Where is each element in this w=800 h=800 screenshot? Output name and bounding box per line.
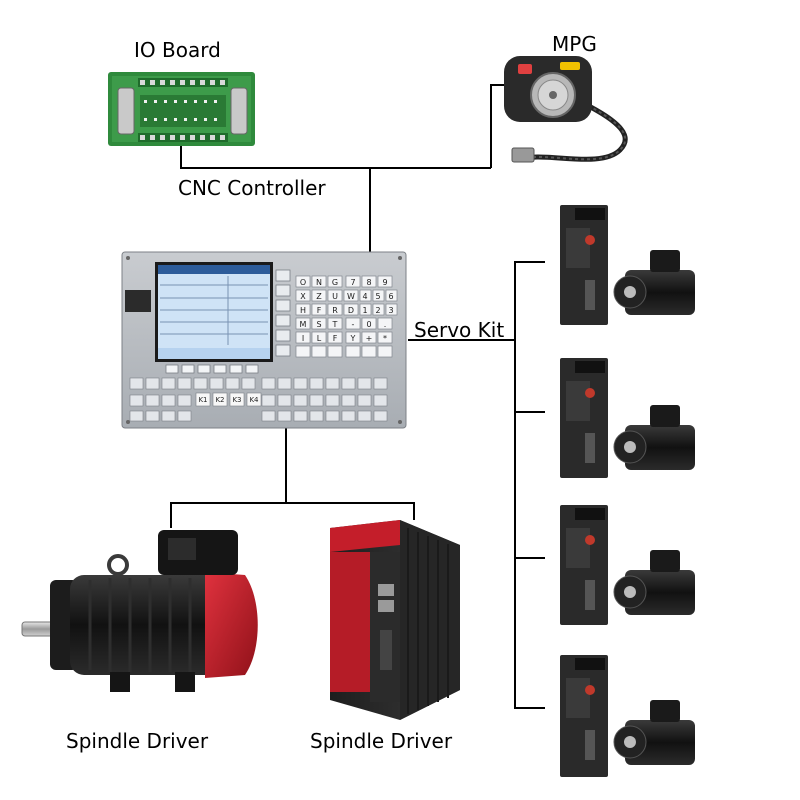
spindle-motor-icon (21, 530, 258, 692)
servo-motor-icon (613, 405, 695, 470)
connection-lines (170, 84, 545, 709)
mpg-label: MPG (552, 32, 597, 56)
key-plus: + (366, 334, 373, 343)
io-board-label: IO Board (134, 38, 221, 62)
handwheel-pendant-icon (504, 56, 628, 163)
servo-kit-label: Servo Kit (414, 318, 505, 342)
key-6: 6 (388, 292, 393, 301)
key-f: F (317, 306, 322, 315)
servo-kit-4 (560, 655, 695, 777)
servo-driver-icon (560, 358, 608, 478)
servo-motor-icon (613, 250, 695, 315)
servo-kit-1 (560, 205, 695, 325)
io-board-link (180, 145, 370, 169)
softkey-k2: K2 (215, 396, 224, 404)
key-dot: . (384, 320, 387, 329)
key-m: M (300, 320, 307, 329)
key-9: 9 (382, 278, 387, 287)
key-4: 4 (362, 292, 367, 301)
spindle-driver-caption: Spindle Driver (310, 729, 453, 753)
key-i: I (302, 334, 304, 343)
cnc-controller-panel: K1 K2 K3 K4 (121, 251, 407, 429)
key-s: S (316, 320, 321, 329)
key-minus: - (352, 320, 355, 329)
spindle-motor-caption: Spindle Driver (66, 729, 209, 753)
key-w: W (347, 292, 355, 301)
servo-driver-icon (560, 205, 608, 325)
key-u: U (332, 292, 338, 301)
key-n: N (316, 278, 322, 287)
cnc-controller-label: CNC Controller (178, 176, 326, 200)
spindle-driver-icon (330, 520, 460, 720)
key-2: 2 (375, 306, 380, 315)
key-o: O (300, 278, 306, 287)
servo-kit-2 (560, 358, 695, 478)
key-1: 1 (362, 306, 367, 315)
io-board-icon (108, 72, 255, 146)
key-7: 7 (350, 278, 355, 287)
key-star: * (383, 334, 387, 343)
spindle-branch (170, 502, 415, 528)
key-5: 5 (375, 292, 380, 301)
key-3: 3 (388, 306, 393, 315)
key-y: Y (350, 334, 356, 343)
servo-motor-icon (613, 550, 695, 615)
key-d: D (348, 306, 354, 315)
key-h: H (300, 306, 306, 315)
servo-kit-3 (560, 505, 695, 625)
key-0: 0 (366, 320, 371, 329)
servo-driver-icon (560, 505, 608, 625)
key-x: X (300, 292, 306, 301)
key-l: L (317, 334, 322, 343)
servo-bus (514, 261, 545, 709)
softkey-k3: K3 (232, 396, 241, 404)
softkey-k1: K1 (198, 396, 207, 404)
servo-motor-icon (613, 700, 695, 765)
softkey-k4: K4 (249, 396, 259, 404)
controller-keypad: O N G 7 8 9 X Z U W 4 5 6 H F R D 1 2 3 (295, 275, 398, 358)
servo-driver-icon (560, 655, 608, 777)
key-t: T (332, 320, 338, 329)
key-r: R (332, 306, 338, 315)
key-8: 8 (366, 278, 371, 287)
key-f2: F (333, 334, 338, 343)
key-g: G (332, 278, 338, 287)
key-z: Z (316, 292, 322, 301)
